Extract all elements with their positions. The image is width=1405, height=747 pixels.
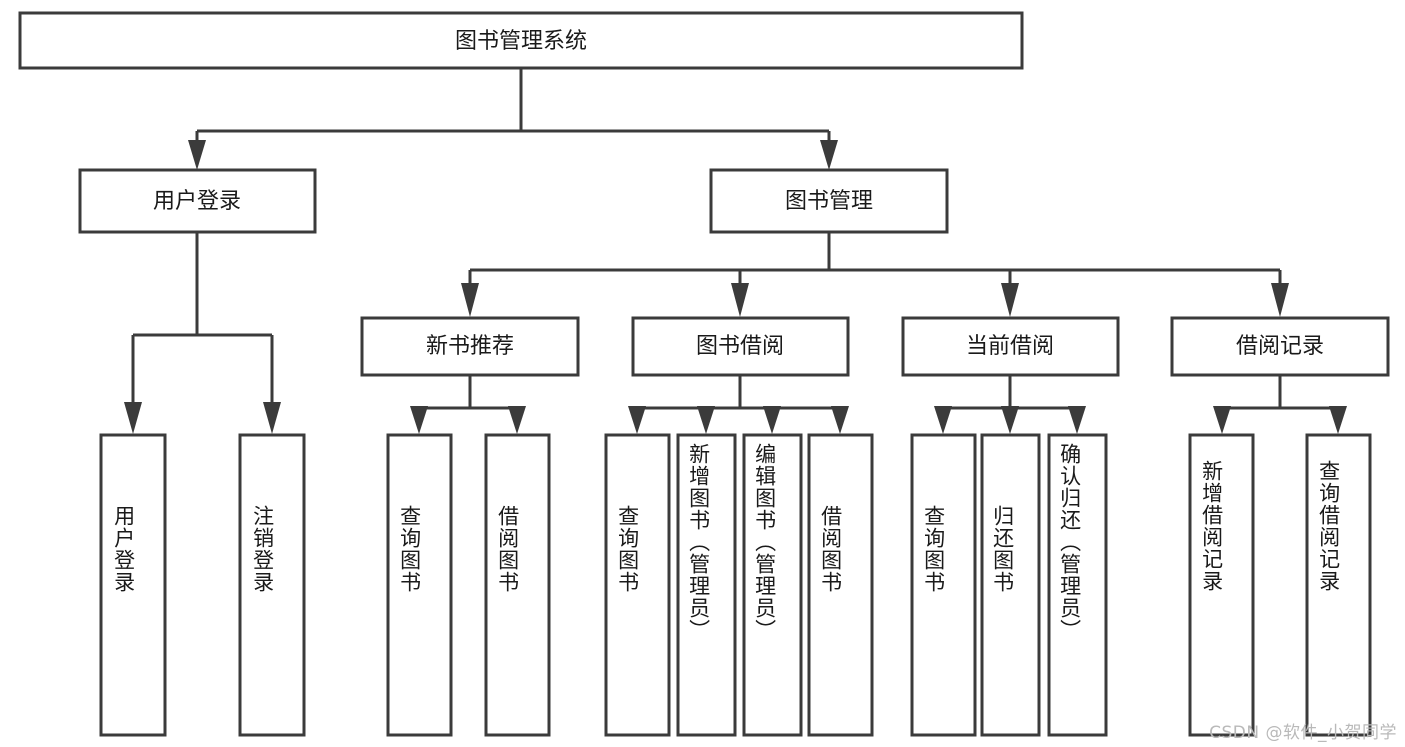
connector-root-to-level2: [188, 68, 838, 170]
leaf-box-11[interactable]: [1188, 433, 1255, 737]
leaf-box-12[interactable]: [1305, 433, 1372, 737]
node-level3-book-borrow[interactable]: 图书借阅: [631, 316, 850, 377]
connector-bookmgmt-to-level3: [461, 232, 1289, 317]
leaf-box-4[interactable]: [604, 433, 671, 737]
connector-bookborrow-to-leaves: [628, 375, 849, 434]
node-level3-label-0: 新书推荐: [426, 334, 514, 359]
leaf-box-3[interactable]: [484, 433, 551, 737]
leaf-box-9[interactable]: [980, 433, 1041, 737]
csdn-watermark: CSDN @软件_小贺同学: [1209, 723, 1397, 743]
node-level3-new-book-recommend[interactable]: 新书推荐: [360, 316, 580, 377]
node-level3-label-1: 图书借阅: [696, 334, 784, 359]
node-level3-current-borrow[interactable]: 当前借阅: [901, 316, 1120, 377]
node-root[interactable]: 图书管理系统: [18, 11, 1024, 70]
node-level2-user-login[interactable]: 用户登录: [78, 168, 317, 234]
leaf-box-8[interactable]: [910, 433, 977, 737]
leaf-box-6[interactable]: [742, 433, 803, 737]
leaf-boxes: [99, 433, 1372, 737]
node-root-label: 图书管理系统: [455, 29, 587, 54]
leaf-box-10[interactable]: [1047, 433, 1108, 737]
leaf-box-7[interactable]: [807, 433, 874, 737]
connector-newbook-to-leaves: [410, 375, 526, 434]
leaf-box-0[interactable]: [99, 433, 167, 737]
leaf-box-2[interactable]: [386, 433, 453, 737]
node-level3-label-2: 当前借阅: [966, 334, 1054, 359]
connector-borrowrecord-to-leaves: [1213, 375, 1347, 434]
node-level2-label-1: 图书管理: [785, 189, 873, 214]
node-level2-label-0: 用户登录: [153, 189, 241, 214]
node-level3-borrow-record[interactable]: 借阅记录: [1170, 316, 1390, 377]
connector-currentborrow-to-leaves: [934, 375, 1086, 434]
leaf-box-5[interactable]: [676, 433, 737, 737]
node-level3-label-3: 借阅记录: [1236, 334, 1324, 359]
leaf-box-1[interactable]: [238, 433, 306, 737]
node-level2-book-management[interactable]: 图书管理: [709, 168, 949, 234]
connector-userlogin-to-leaves: [124, 232, 281, 434]
